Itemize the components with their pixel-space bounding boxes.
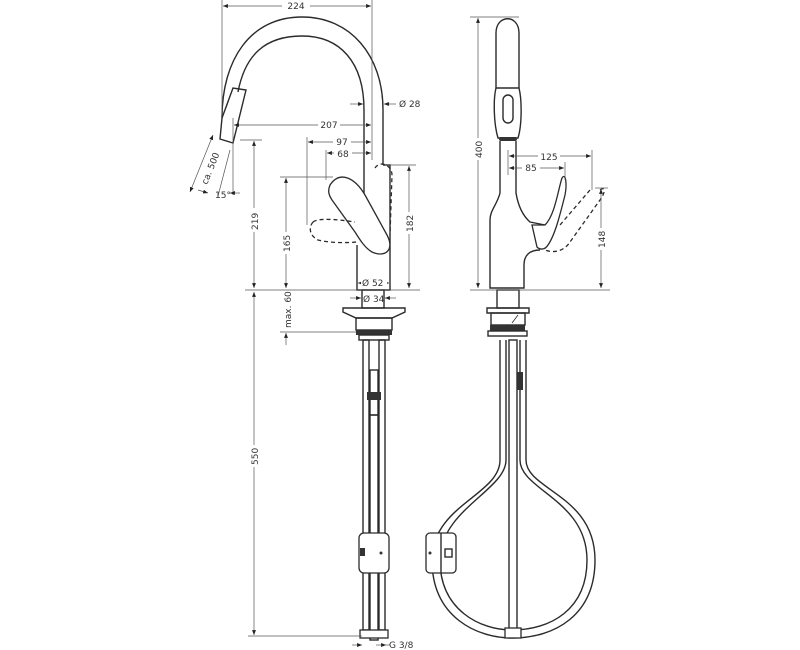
supply-hose bbox=[508, 339, 518, 636]
dim-shank-diameter: Ø 34 bbox=[363, 294, 385, 305]
dim-224: 224 bbox=[287, 2, 304, 12]
dim-97: 97 bbox=[336, 138, 347, 148]
dim-125: 125 bbox=[540, 153, 557, 163]
dim-connection: G 3/8 bbox=[389, 641, 414, 650]
connector bbox=[504, 627, 522, 639]
front-view bbox=[425, 16, 605, 639]
lever-alt-position bbox=[309, 218, 358, 244]
dim-400: 400 bbox=[475, 141, 485, 158]
dim-spout-diameter: Ø 28 bbox=[399, 99, 421, 110]
escutcheon bbox=[342, 307, 406, 319]
lever-handle bbox=[531, 175, 567, 250]
dim-hose-length: ca. 500 bbox=[201, 151, 223, 186]
spray-head bbox=[495, 18, 520, 88]
lever-handle bbox=[328, 176, 391, 255]
connectors bbox=[359, 629, 389, 639]
side-view-dimensions: 224 207 97 68 Ø 28 ca. 500 15° 219 165 bbox=[189, 0, 421, 650]
dim-85: 85 bbox=[525, 164, 536, 174]
dim-207: 207 bbox=[320, 121, 337, 131]
hose-weight bbox=[358, 532, 390, 574]
dim-angle: 15° bbox=[215, 191, 231, 201]
faucet-body bbox=[489, 192, 546, 289]
hose-loop bbox=[439, 340, 588, 631]
supply-hose bbox=[378, 339, 386, 631]
dim-68: 68 bbox=[337, 150, 349, 160]
dim-182: 182 bbox=[406, 215, 416, 232]
spout-outer bbox=[221, 16, 384, 165]
spout-inner bbox=[237, 35, 365, 198]
dim-165: 165 bbox=[283, 235, 293, 252]
dim-550: 550 bbox=[251, 448, 261, 465]
lever-alt-position bbox=[544, 188, 605, 253]
spray-button bbox=[502, 94, 514, 124]
dim-base-diameter: Ø 52 bbox=[362, 278, 383, 289]
dim-148: 148 bbox=[598, 231, 608, 248]
supply-hose bbox=[362, 339, 370, 631]
front-view-dimensions: 400 125 85 148 bbox=[470, 18, 610, 291]
spray-head bbox=[219, 87, 247, 144]
escutcheon bbox=[486, 307, 530, 314]
lever-open-position bbox=[374, 163, 393, 236]
dim-max-thickness: max. 60 bbox=[284, 291, 294, 328]
side-view bbox=[219, 16, 406, 641]
dim-219: 219 bbox=[251, 213, 261, 230]
